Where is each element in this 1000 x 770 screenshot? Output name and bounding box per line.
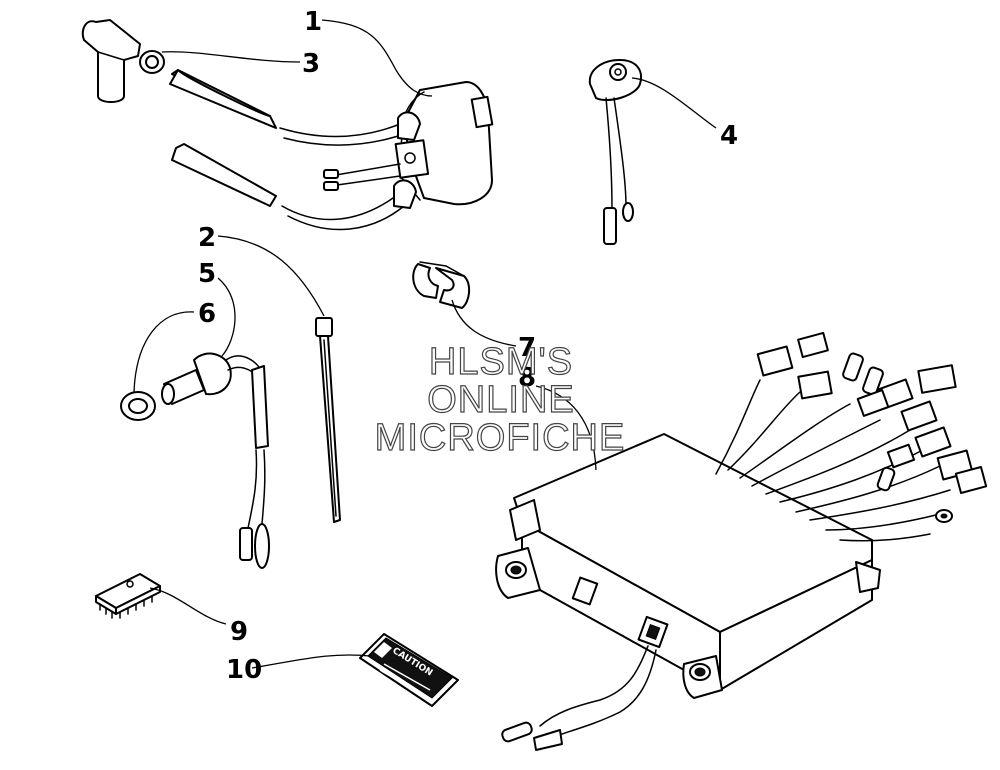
callout-5: 5 (198, 259, 216, 289)
cable-tie (315, 317, 341, 523)
callouts: 1 2 3 4 5 6 7 8 9 10 (198, 7, 738, 685)
ic-chip (95, 573, 161, 619)
sensor-with-leads (588, 59, 642, 245)
callout-7: 7 (518, 333, 536, 363)
callout-9: 9 (230, 617, 248, 647)
threaded-sensor-assembly (120, 352, 270, 569)
watermark-line-1: HLSM'S (429, 341, 573, 383)
callout-4: 4 (720, 121, 738, 151)
callout-6: 6 (198, 299, 216, 329)
caution-decal: CAUTION (359, 633, 459, 707)
callout-8: 8 (518, 363, 536, 393)
callout-3: 3 (302, 49, 320, 79)
control-module (495, 331, 988, 751)
watermark: HLSM'S ONLINE MICROFICHE (374, 340, 626, 459)
watermark-line-3: MICROFICHE (375, 417, 626, 459)
watermark-line-2: ONLINE (427, 379, 574, 421)
leader-lines (133, 19, 717, 669)
harness-clip (412, 261, 470, 309)
callout-2: 2 (198, 223, 216, 253)
callout-1: 1 (304, 7, 322, 37)
ignition-coil-assembly (81, 19, 494, 231)
callout-10: 10 (226, 655, 262, 685)
